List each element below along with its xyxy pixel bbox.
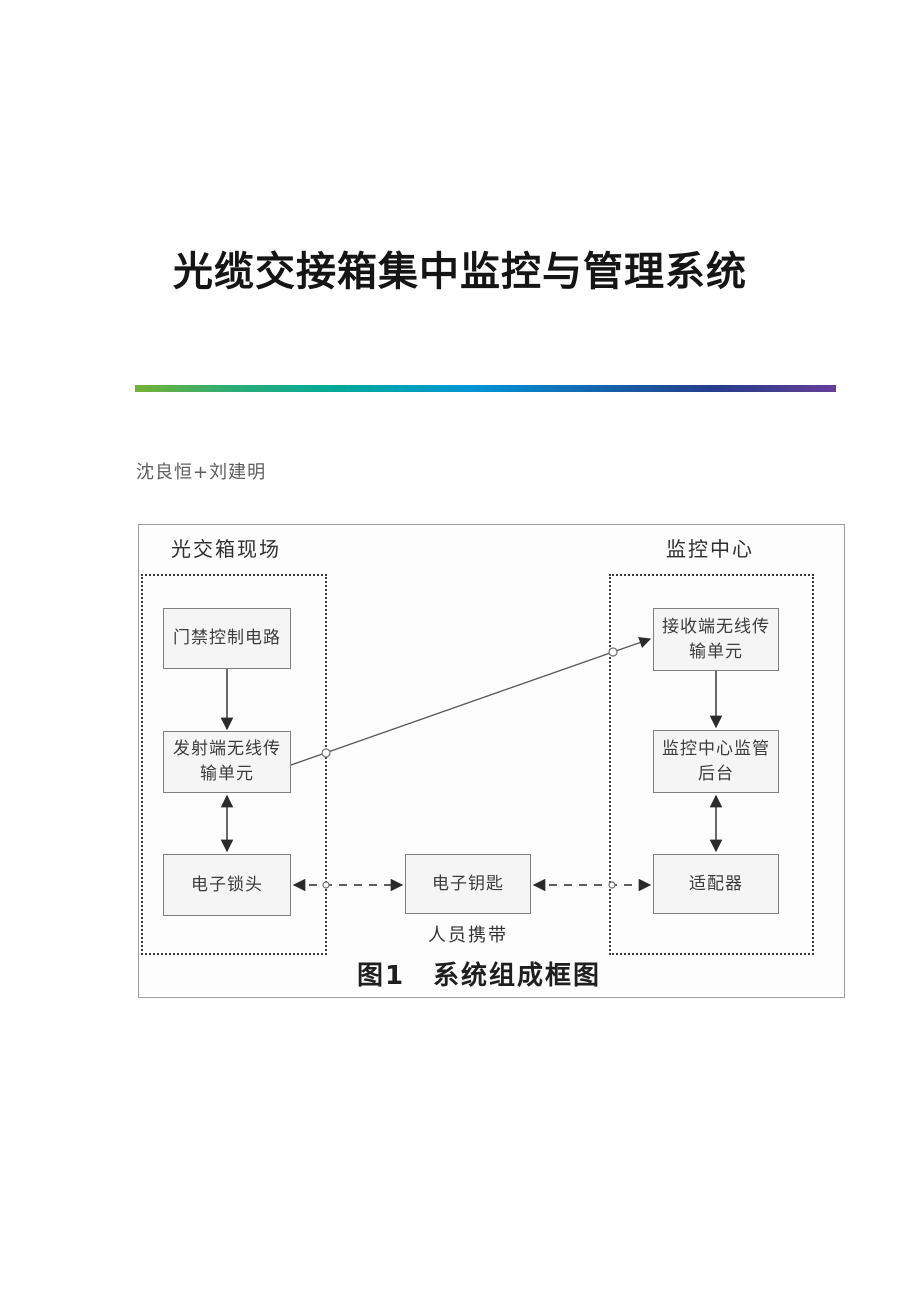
region-label-center: 监控中心 <box>666 537 754 561</box>
node-electronic-key-label: 电子钥匙 <box>432 873 504 894</box>
node-monitoring-backend-label-line1: 监控中心监管 <box>662 738 770 759</box>
node-monitoring-backend-label-line2: 后台 <box>698 763 734 784</box>
node-transmitter-wireless-unit: 发射端无线传 输单元 <box>163 731 291 793</box>
carried-by-personnel-label: 人员携带 <box>428 925 508 946</box>
gradient-divider <box>135 385 836 392</box>
node-receiver-label-line2: 输单元 <box>689 641 743 662</box>
node-access-control-label: 门禁控制电路 <box>173 628 281 649</box>
node-transmitter-label-line2: 输单元 <box>200 764 254 784</box>
node-access-control-circuit: 门禁控制电路 <box>163 608 291 669</box>
node-electronic-key: 电子钥匙 <box>405 854 531 914</box>
node-electronic-lock: 电子锁头 <box>163 854 291 916</box>
region-label-site: 光交箱现场 <box>171 537 281 561</box>
node-monitoring-backend: 监控中心监管 后台 <box>653 730 779 793</box>
node-electronic-lock-label: 电子锁头 <box>191 874 263 895</box>
node-transmitter-label-line1: 发射端无线传 <box>173 739 281 760</box>
figure-caption: 图1 系统组成框图 <box>356 961 602 991</box>
node-receiver-wireless-unit: 接收端无线传 输单元 <box>653 608 779 671</box>
node-adapter-label: 适配器 <box>689 873 743 894</box>
author-line: 沈良恒+刘建明 <box>136 462 267 483</box>
node-receiver-label-line1: 接收端无线传 <box>662 616 770 637</box>
document-title: 光缆交接箱集中监控与管理系统 <box>173 247 747 295</box>
figure-frame: 光交箱现场 监控中心 <box>138 524 845 998</box>
node-adapter: 适配器 <box>653 854 779 914</box>
